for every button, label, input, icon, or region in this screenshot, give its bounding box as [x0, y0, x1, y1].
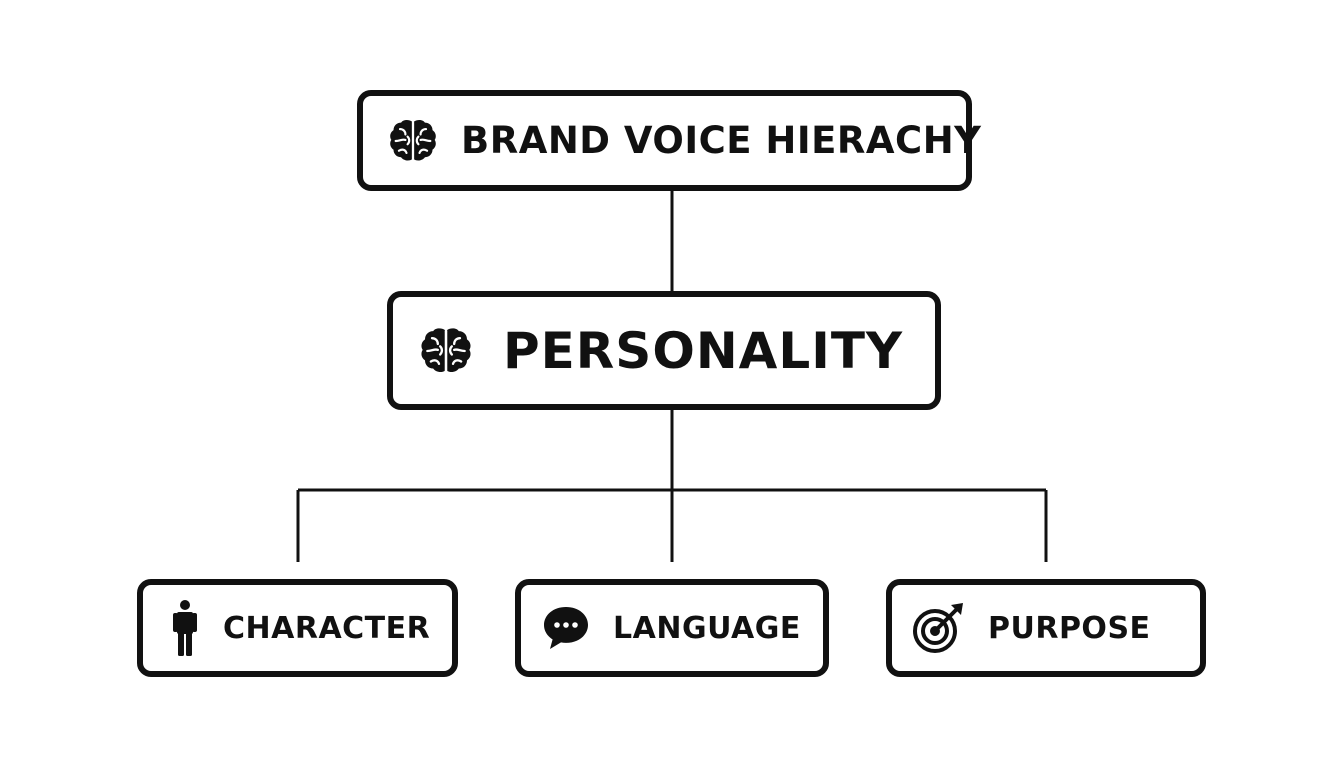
person-icon	[165, 597, 205, 659]
personality-node: PERSONALITY	[387, 291, 941, 410]
root-label: BRAND VOICE HIERACHY	[461, 119, 982, 162]
brain-icon	[417, 320, 475, 382]
purpose-node: PURPOSE	[886, 579, 1206, 677]
character-label: CHARACTER	[223, 610, 431, 646]
language-node: LANGUAGE	[515, 579, 829, 677]
target-icon	[910, 600, 966, 656]
personality-label: PERSONALITY	[503, 321, 904, 380]
root-node: BRAND VOICE HIERACHY	[357, 90, 981, 191]
speech-bubble-icon	[541, 603, 591, 653]
character-node: CHARACTER	[137, 579, 458, 677]
brain-icon	[387, 113, 439, 169]
language-label: LANGUAGE	[613, 610, 801, 646]
purpose-label: PURPOSE	[988, 610, 1151, 646]
